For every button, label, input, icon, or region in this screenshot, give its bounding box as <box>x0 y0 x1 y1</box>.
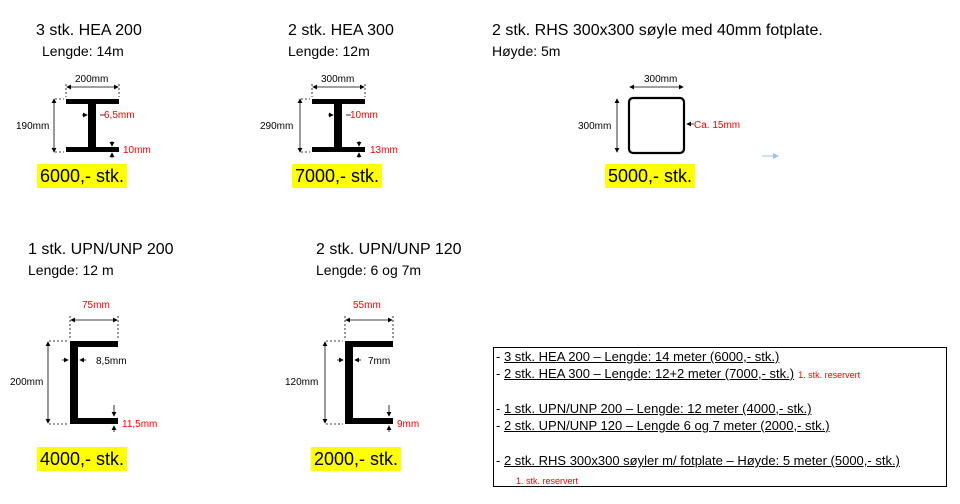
summary-line-upn200: - 1 stk. UPN/UNP 200 – Lengde: 12 meter … <box>496 401 812 416</box>
hea300-web-label: 10mm <box>350 110 378 121</box>
reserved-note: 1. stk. reservert <box>516 476 579 486</box>
hea300-flange-label: 13mm <box>370 145 398 156</box>
hea200-ibeam-shape <box>66 99 119 152</box>
upn120-height-label: 120mm <box>285 377 318 388</box>
summary-line-rhs-note: 1. stk. reservert <box>516 472 578 487</box>
hea200-dimensions <box>51 84 120 158</box>
upn120-web-label: 7mm <box>368 356 390 367</box>
upn200-channel-shape <box>70 341 118 424</box>
rhs-height: Høyde: 5m <box>492 43 561 59</box>
hea300-title: 2 stk. HEA 300 <box>288 22 394 39</box>
summary-line-rhs: - 2 stk. RHS 300x300 søyler m/ fotplate … <box>496 453 900 468</box>
hea300-ibeam-shape <box>312 99 365 152</box>
hea200-flange-label: 10mm <box>123 145 151 156</box>
summary-text: 2 stk. RHS 300x300 søyler m/ fotplate – … <box>503 453 900 468</box>
upn200-price: 4000,- stk. <box>37 447 128 471</box>
list-dash: - <box>496 401 504 416</box>
summary-text: 1 stk. UPN/UNP 200 – Lengde: 12 meter (4… <box>503 401 812 416</box>
upn120-channel-shape <box>345 341 393 424</box>
list-dash: - <box>496 418 504 433</box>
summary-line-upn120: - 2 stk. UPN/UNP 120 – Lengde 6 og 7 met… <box>496 418 830 433</box>
hea200-height-label: 190mm <box>16 121 49 132</box>
rhs-title: 2 stk. RHS 300x300 søyle med 40mm fotpla… <box>492 22 823 39</box>
upn200-web-label: 8,5mm <box>96 356 127 367</box>
upn120-flange-label: 9mm <box>397 419 419 430</box>
upn200-width-label: 75mm <box>82 300 110 311</box>
rhs-width-label: 300mm <box>644 74 677 85</box>
upn200-dimensions <box>45 316 119 432</box>
rhs-height-label: 300mm <box>578 121 611 132</box>
upn200-height-label: 200mm <box>10 377 43 388</box>
upn200-flange-label: 11,5mm <box>122 419 157 430</box>
summary-text: 3 stk. HEA 200 – Lengde: 14 meter (6000,… <box>503 349 780 364</box>
rhs-price: 5000,- stk. <box>605 164 696 188</box>
hea200-width-label: 200mm <box>75 74 108 85</box>
rhs-wall-label: Ca. 15mm <box>694 120 740 131</box>
hea300-width-label: 300mm <box>321 74 354 85</box>
upn120-width-label: 55mm <box>353 300 381 311</box>
summary-list-box: - 3 stk. HEA 200 – Lengde: 14 meter (600… <box>493 347 947 487</box>
hea300-height-label: 290mm <box>260 121 293 132</box>
hea200-web-label: 6,5mm <box>104 110 135 121</box>
list-dash: - <box>496 453 504 468</box>
hea300-dimensions <box>297 84 366 158</box>
upn200-title: 1 stk. UPN/UNP 200 <box>28 241 174 258</box>
upn120-title: 2 stk. UPN/UNP 120 <box>316 241 462 258</box>
list-dash: - <box>496 349 504 364</box>
hea200-price: 6000,- stk. <box>37 164 128 188</box>
upn120-length: Lengde: 6 og 7m <box>316 262 422 278</box>
rhs-dimensions <box>614 84 694 153</box>
summary-text: 2 stk. UPN/UNP 120 – Lengde 6 og 7 meter… <box>503 418 830 433</box>
hea200-length: Lengde: 14m <box>42 43 124 59</box>
reserved-note: 1. stk. reservert <box>798 370 861 380</box>
upn120-dimensions <box>322 316 394 432</box>
hea300-length: Lengde: 12m <box>288 43 370 59</box>
summary-line-hea300: - 2 stk. HEA 300 – Lengde: 12+2 meter (7… <box>496 366 860 381</box>
rhs-tube-shape <box>627 96 686 155</box>
hea200-title: 3 stk. HEA 200 <box>36 22 142 39</box>
hea300-price: 7000,- stk. <box>292 164 383 188</box>
list-dash: - <box>496 366 504 381</box>
summary-line-hea200: - 3 stk. HEA 200 – Lengde: 14 meter (600… <box>496 349 779 364</box>
upn200-length: Lengde: 12 m <box>28 262 114 278</box>
upn120-price: 2000,- stk. <box>311 447 402 471</box>
summary-text: 2 stk. HEA 300 – Lengde: 12+2 meter (700… <box>503 366 795 381</box>
